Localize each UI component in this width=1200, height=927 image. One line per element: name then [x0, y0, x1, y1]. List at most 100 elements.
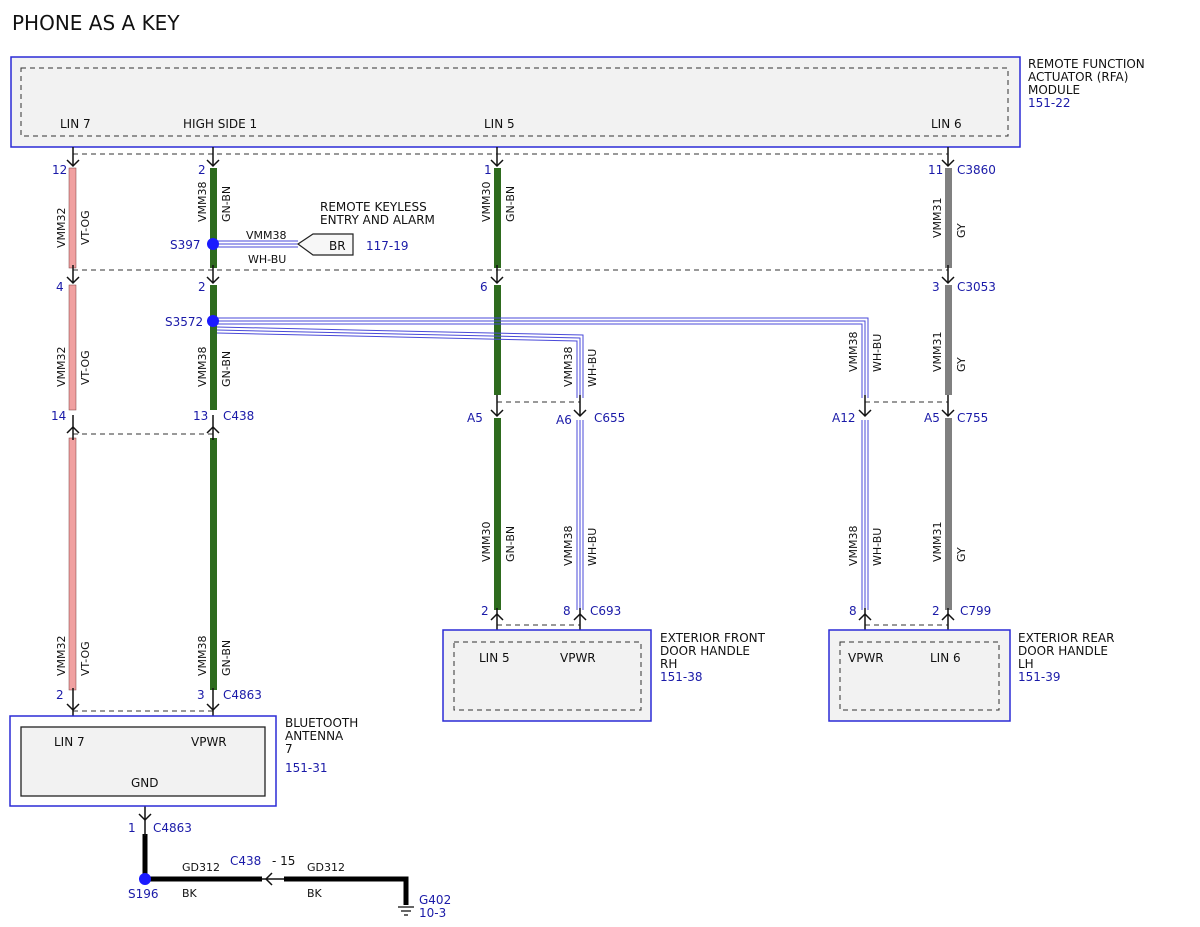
connector-c438-gnd: C438 [230, 854, 261, 868]
pin-2-front: 2 [481, 604, 489, 618]
wire-label-vt-og-3: VT-OG [79, 641, 92, 676]
connector-c799: C799 [960, 604, 991, 618]
ground-g402: G402 [419, 893, 451, 907]
ground-symbol-icon [398, 906, 414, 916]
rear-handle-ref: 151-39 [1018, 670, 1061, 684]
wire-label-wh-bu-3: WH-BU [871, 334, 884, 372]
bt-pin-vpwr: VPWR [191, 735, 227, 749]
splice-dots [139, 238, 219, 885]
rfa-name-line-3: MODULE [1028, 83, 1080, 97]
connector-boundaries [73, 153, 948, 712]
pin-14: 14 [51, 409, 66, 423]
wire-label-vmm30-1: VMM30 [480, 181, 493, 222]
bt-name-line-1: BLUETOOTH [285, 716, 358, 730]
wire-vmm30-gn-bn [494, 168, 501, 610]
connector-c4863-gnd: C4863 [153, 821, 192, 835]
wire-label-vmm38-6: VMM38 [847, 331, 860, 372]
pin-2-c3053: 2 [198, 280, 206, 294]
front-handle-name-line-1: EXTERIOR FRONT [660, 631, 766, 645]
rfa-name-line-1: REMOTE FUNCTION [1028, 57, 1145, 71]
pin-a5-rear: A5 [924, 411, 940, 425]
wire-label-vmm31-3: VMM31 [931, 521, 944, 562]
bt-pin-gnd: GND [131, 776, 159, 790]
splice-s196-dot [139, 873, 151, 885]
connector-c655: C655 [594, 411, 625, 425]
rear-handle-pin-vpwr: VPWR [848, 651, 884, 665]
pin-12: 12 [52, 163, 67, 177]
rke-connector-id: BR [329, 239, 346, 253]
rfa-module-label: REMOTE FUNCTION ACTUATOR (RFA) MODULE 15… [1028, 57, 1145, 110]
front-handle-ref: 151-38 [660, 670, 703, 684]
rfa-module: LIN 7 HIGH SIDE 1 LIN 5 LIN 6 [10, 56, 1021, 148]
pin-11-rfa: 11 [928, 163, 943, 177]
pin-a6: A6 [556, 413, 572, 427]
wire-label-vt-og-2: VT-OG [79, 350, 92, 385]
pin-2-bt: 2 [56, 688, 64, 702]
wire-label-vmm31-1: VMM31 [931, 197, 944, 238]
front-handle-name-line-2: DOOR HANDLE [660, 644, 750, 658]
wire-label-vmm32-2: VMM32 [55, 346, 68, 387]
front-handle-name-line-3: RH [660, 657, 677, 671]
rear-handle-name-line-1: EXTERIOR REAR [1018, 631, 1114, 645]
wire-vmm38-wh-bu [216, 240, 869, 610]
wire-vmm38-gn-bn [210, 168, 217, 690]
pin-numbers: 12 2 1 11 4 2 6 3 14 13 A5 A6 A12 A5 2 8… [51, 163, 943, 868]
bt-name-line-3: 7 [285, 742, 293, 756]
page-title: PHONE AS A KEY [12, 11, 180, 35]
rfa-pin-lin7: LIN 7 [60, 117, 91, 131]
rear-handle-pin-lin6: LIN 6 [930, 651, 961, 665]
wire-label-vmm38-7: VMM38 [847, 525, 860, 566]
front-handle-pin-lin5: LIN 5 [479, 651, 510, 665]
pin-3-c3053: 3 [932, 280, 940, 294]
rear-handle-name-line-3: LH [1018, 657, 1034, 671]
connector-c693: C693 [590, 604, 621, 618]
wire-label-gn-bn-5: GN-BN [504, 526, 517, 562]
connector-ids: C3860 C3053 C438 C655 C755 C693 C799 C48… [153, 163, 996, 868]
rotated-wire-labels: VMM32 VT-OG VMM32 VT-OG VMM32 VT-OG VMM3… [55, 181, 968, 676]
wire-label-gd312-left: GD312 [182, 861, 220, 874]
wire-label-gn-bn-4: GN-BN [504, 186, 517, 222]
wire-vmm31-gy [945, 168, 952, 610]
bt-pin-lin7: LIN 7 [54, 735, 85, 749]
pin-1-rfa: 1 [484, 163, 492, 177]
connector-c3053: C3053 [957, 280, 996, 294]
rke-ref: 117-19 [366, 239, 409, 253]
wire-label-gn-bn-2: GN-BN [220, 351, 233, 387]
rfa-name-line-2: ACTUATOR (RFA) [1028, 70, 1128, 84]
connector-c438: C438 [223, 409, 254, 423]
connector-arrows [66, 147, 955, 886]
splice-s397-label: S397 [170, 238, 201, 252]
pin-a12: A12 [832, 411, 855, 425]
pin-8-rear: 8 [849, 604, 857, 618]
bluetooth-antenna-module: LIN 7 VPWR GND [9, 715, 277, 807]
bt-ref: 151-31 [285, 761, 328, 775]
wire-label-gy-1: GY [955, 223, 968, 238]
pin-3-bt: 3 [197, 688, 205, 702]
wire-label-vmm38-rke: VMM38 [246, 229, 287, 242]
front-door-handle-module: LIN 5 VPWR [442, 629, 652, 722]
wire-label-gn-bn-1: GN-BN [220, 186, 233, 222]
splice-s3572-label: S3572 [165, 315, 203, 329]
wire-label-bk-right: BK [307, 887, 323, 900]
splice-s397-dot [207, 238, 219, 250]
splice-s196-label: S196 [128, 887, 159, 901]
pin-15-inline: - 15 [272, 854, 295, 868]
wire-label-wh-bu-4: WH-BU [871, 528, 884, 566]
wire-label-wh-bu-1: WH-BU [586, 349, 599, 387]
rfa-ref: 151-22 [1028, 96, 1071, 110]
wire-label-vmm38-5: VMM38 [562, 525, 575, 566]
ground-ref: 10-3 [419, 906, 446, 920]
wire-label-wh-bu-rke: WH-BU [248, 253, 286, 266]
wire-label-gy-3: GY [955, 547, 968, 562]
connector-c4863-bt: C4863 [223, 688, 262, 702]
connector-c755: C755 [957, 411, 988, 425]
pin-1-gnd: 1 [128, 821, 136, 835]
wire-label-vmm32-3: VMM32 [55, 635, 68, 676]
rear-door-handle-module: VPWR LIN 6 [828, 629, 1011, 722]
rear-handle-name-line-2: DOOR HANDLE [1018, 644, 1108, 658]
bt-name-line-2: ANTENNA [285, 729, 344, 743]
wire-label-vmm38-3: VMM38 [196, 635, 209, 676]
wire-label-wh-bu-2: WH-BU [586, 528, 599, 566]
connector-c3860: C3860 [957, 163, 996, 177]
